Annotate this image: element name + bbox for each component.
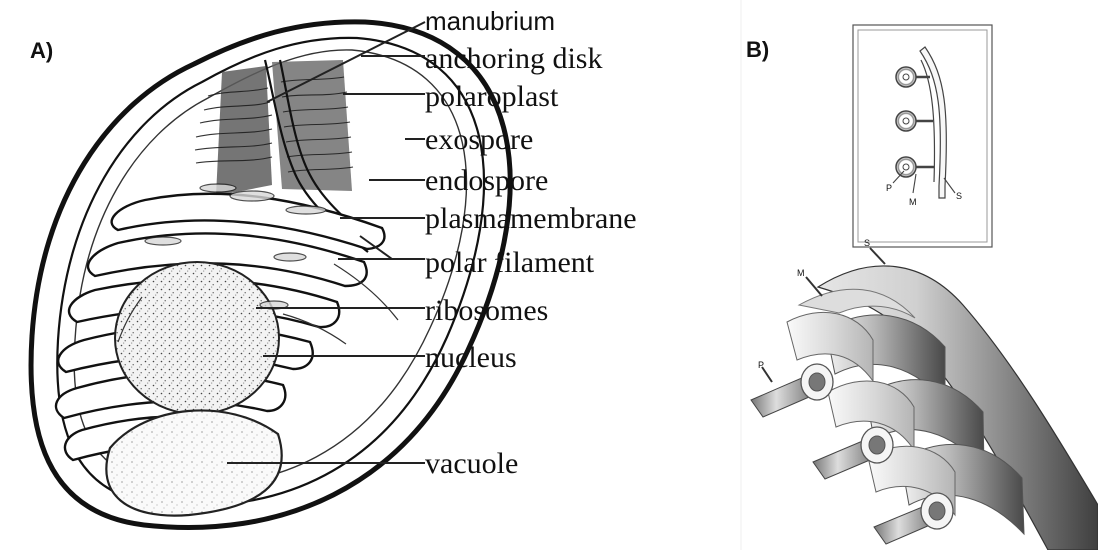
main-label-p: P	[758, 360, 764, 370]
label-ribosomes: ribosomes	[425, 294, 548, 327]
label-plasmamembrane: plasmamembrane	[425, 202, 637, 235]
label-polaroplast: polaroplast	[425, 80, 559, 113]
main-s-leader	[870, 248, 885, 264]
inset-label-s: S	[956, 191, 962, 201]
label-polar-filament: polar filament	[425, 246, 595, 279]
label-nucleus: nucleus	[425, 341, 517, 374]
panel-b-label: B)	[746, 37, 769, 62]
main-label-s: S	[864, 238, 870, 248]
main-label-m: M	[797, 268, 805, 278]
inset-label-m: M	[909, 197, 917, 207]
panel-a-label: A)	[30, 38, 53, 63]
label-exospore: exospore	[425, 123, 533, 156]
main-structure-diagram: S M P	[751, 238, 1098, 550]
label-manubrium: manubrium	[425, 6, 555, 36]
label-anchoring-disk: anchoring disk	[425, 42, 602, 75]
label-endospore: endospore	[425, 164, 548, 197]
rod-1	[751, 364, 833, 417]
nucleus-body	[115, 262, 279, 414]
inset-diagram: P M S	[853, 25, 992, 247]
inset-label-p: P	[886, 183, 892, 193]
label-vacuole: vacuole	[425, 447, 518, 480]
